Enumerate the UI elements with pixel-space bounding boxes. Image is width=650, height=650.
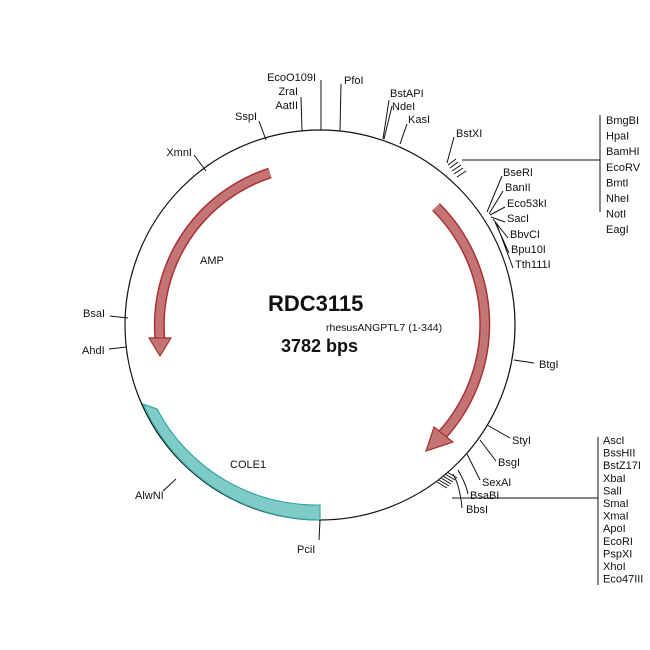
insert-label: rhesusANGPTL7 (1-344) (326, 322, 442, 334)
site-EcoRI[interactable]: EcoRI (603, 536, 633, 548)
site-cluster-bottom: AscIBssHIIBstZ17IXbaISalISmaIXmaIApoIEco… (603, 435, 643, 586)
site-PspXI[interactable]: PspXI (603, 548, 632, 560)
site-ApoI[interactable]: ApoI (603, 523, 626, 535)
site-SspI[interactable]: SspI (235, 111, 257, 123)
site-ticks (108, 80, 601, 585)
site-BbvCI[interactable]: BbvCI (510, 229, 540, 241)
site-SacI[interactable]: SacI (507, 213, 529, 225)
plasmid-name: RDC3115 (268, 291, 363, 316)
site-PfoI[interactable]: PfoI (344, 75, 364, 87)
site-NheI[interactable]: NheI (606, 193, 629, 205)
site-Tth111I[interactable]: Tth111I (515, 259, 551, 271)
site-BmtI[interactable]: BmtI (606, 177, 629, 189)
site-NotI[interactable]: NotI (606, 209, 626, 221)
site-PciI[interactable]: PciI (297, 544, 315, 556)
site-XbaI[interactable]: XbaI (603, 473, 626, 485)
site-StyI[interactable]: StyI (512, 435, 531, 447)
site-Bpu10I[interactable]: Bpu10I (511, 244, 546, 256)
site-XmaI[interactable]: XmaI (603, 511, 629, 523)
cole1-label: COLE1 (230, 459, 266, 471)
amp-label: AMP (200, 255, 224, 267)
site-BtgI[interactable]: BtgI (539, 359, 559, 371)
amp-feature-arrow[interactable] (147, 167, 272, 358)
site-SalI[interactable]: SalI (603, 485, 622, 497)
site-HpaI[interactable]: HpaI (606, 131, 629, 143)
site-AscI[interactable]: AscI (603, 435, 624, 447)
site-BamHI[interactable]: BamHI (606, 146, 640, 158)
site-EcoO109I[interactable]: EcoO109I (267, 72, 316, 84)
site-BsaBI[interactable]: BsaBI (470, 490, 499, 502)
site-BstXI[interactable]: BstXI (456, 128, 482, 140)
site-EagI[interactable]: EagI (606, 224, 629, 236)
site-AatII[interactable]: AatII (275, 100, 298, 112)
site-AhdI[interactable]: AhdI (82, 345, 105, 357)
site-BsaI[interactable]: BsaI (83, 308, 105, 320)
site-BsgI[interactable]: BsgI (498, 457, 520, 469)
site-BmgBI[interactable]: BmgBI (606, 115, 639, 127)
site-BseRI[interactable]: BseRI (503, 167, 533, 179)
plasmid-size: 3782 bps (281, 336, 358, 356)
site-BanII[interactable]: BanII (505, 182, 531, 194)
site-BstAPI[interactable]: BstAPI (390, 88, 424, 100)
site-BbsI[interactable]: BbsI (466, 504, 488, 516)
site-KasI[interactable]: KasI (408, 114, 430, 126)
site-ZraI[interactable]: ZraI (278, 86, 298, 98)
site-BssHII[interactable]: BssHII (603, 448, 635, 460)
site-XhoI[interactable]: XhoI (603, 561, 626, 573)
site-SexAI[interactable]: SexAI (482, 477, 511, 489)
site-EcoRV[interactable]: EcoRV (606, 162, 641, 174)
site-XmnI[interactable]: XmnI (166, 147, 192, 159)
site-NdeI[interactable]: NdeI (392, 101, 415, 113)
insert-feature-arrow[interactable] (425, 203, 491, 452)
site-Eco47III[interactable]: Eco47III (603, 574, 643, 586)
site-AlwNI[interactable]: AlwNI (135, 490, 164, 502)
site-cluster-top: BmgBI HpaI BamHI EcoRV BmtI NheI NotI EagI (606, 115, 641, 236)
site-Eco53kI[interactable]: Eco53kI (507, 198, 547, 210)
site-BstZ17I[interactable]: BstZ17I (603, 460, 641, 472)
site-SmaI[interactable]: SmaI (603, 498, 629, 510)
